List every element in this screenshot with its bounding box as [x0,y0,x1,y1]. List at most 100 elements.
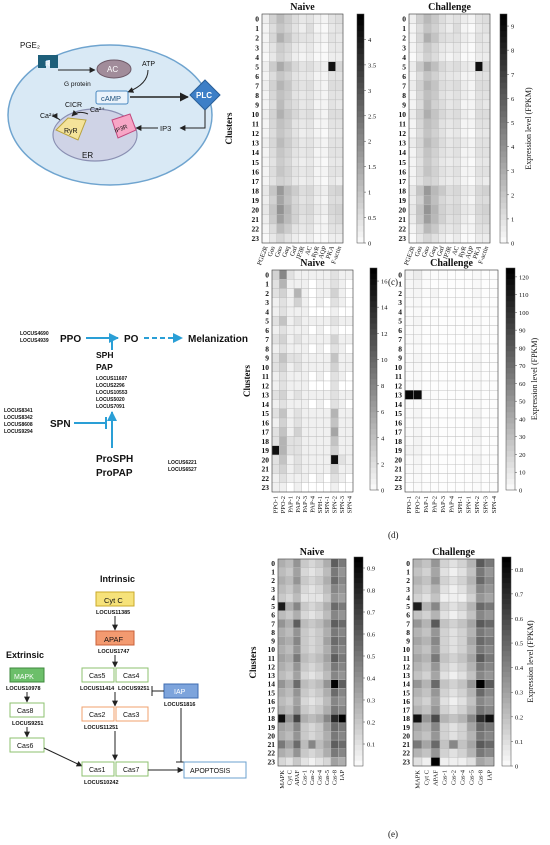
heatmap-cell [421,306,431,317]
heatmap-cell [283,166,292,177]
heatmap-cell [279,343,287,354]
colorbar-segment [370,273,377,280]
colorbar-segment [506,367,515,374]
heatmap-cell [300,619,309,629]
heatmap-cell [445,214,454,225]
heatmap-cell [460,23,469,34]
row-tick-label: 15 [262,409,270,418]
heatmap-cell [466,748,477,758]
column-tick-label: SPN-1 [465,496,472,513]
heatmap-cell [320,185,329,196]
heatmap-cell [323,627,332,637]
ip3r-channel [111,113,137,139]
colorbar-segment [357,48,364,55]
heatmap-cell [416,51,424,62]
mapk-box [9,667,45,683]
heatmap-cell [412,601,423,611]
heatmap-cell [489,269,499,280]
heatmap-cell [467,147,476,158]
plc-to-ip3-arrow [179,110,206,131]
heatmap-cell [328,214,336,225]
heatmap-cell [475,653,486,663]
row-tick-label: 20 [252,205,260,214]
heatmap-cell [475,51,483,62]
column-tick-label: Cas-1 [442,770,449,785]
row-tick-label: 20 [395,455,403,464]
heatmap-cell [472,279,482,289]
heatmap-cell [439,593,450,603]
heatmap-cell [455,297,465,308]
heatmap-cell [439,696,450,706]
column-tick-label: PAP-3 [302,496,309,513]
heatmap-cell [269,71,277,81]
heatmap-cell [338,445,346,456]
heatmap-cell [293,269,302,280]
heatmap-cell [279,334,287,345]
colorbar-segment [354,718,363,725]
ppo-locus-1: LOCUS4939 [20,338,49,344]
heatmap-cell [475,147,483,158]
heatmap-cell [285,584,294,594]
heatmap-cell [480,436,490,446]
heatmap-cell [423,71,432,81]
colorbar-segment [500,54,507,61]
colorbar-segment [506,306,515,313]
heatmap-cell [430,688,441,698]
heatmap-cell [421,297,431,308]
heatmap-cell [345,408,354,419]
heatmap-cell [276,99,285,110]
heatmap-cell [298,99,307,110]
heatmap-cell [466,601,477,611]
heatmap-cell [323,482,332,493]
heatmap-cell [480,417,490,428]
heatmap-cell [338,380,346,391]
heatmap-cell [328,13,336,24]
heatmap-cell [308,653,316,663]
column-tick-label: SPN-4 [346,495,353,513]
colorbar-segment [506,440,515,447]
heatmap-cell [475,757,486,767]
row-tick-label: 15 [252,158,260,167]
heatmap-cell [460,71,469,81]
heatmap-cell [300,601,309,611]
heatmap-cell [439,722,450,732]
heatmap-cell [271,464,280,474]
column-tick-label: PAP-3 [440,496,447,513]
heatmap-cell [292,593,301,603]
heatmap-cell [338,722,347,732]
colorbar-segment [354,593,363,600]
colorbar-segment [506,329,515,336]
row-tick-label: 3 [406,585,410,594]
row-tick-label: 1 [265,280,269,289]
heatmap-cell [457,645,468,655]
heatmap-cell [330,558,339,568]
heatmap-cell [484,576,495,586]
mid-locus-2: LOCUS10553 [96,390,128,396]
heatmap-cell [315,757,324,767]
colorbar-tick-label: 2 [381,461,384,468]
heatmap-cell [313,223,322,234]
column-tick-label: PPO-1 [406,496,413,513]
heatmap-cell [482,176,491,186]
heatmap-cell [338,306,346,317]
heatmap-cell [439,619,450,629]
heatmap-cell [345,279,354,289]
heatmap-cell [323,567,332,577]
heatmap-cell [438,325,448,335]
mid-locus-4: LOCUS7091 [96,404,125,410]
heatmap-cell [305,137,314,148]
colorbar-tick-label: 0 [511,241,514,248]
heatmap-cell [421,558,432,568]
heatmap-cell [423,109,432,120]
heatmap-cell [423,176,432,186]
heatmap-cell [335,71,344,81]
heatmap-cell [475,636,486,646]
heatmap-cell [345,316,354,326]
heatmap-cell [271,436,280,446]
heatmap-cell [445,223,454,234]
camp-node [95,90,129,105]
heatmap-cell [308,576,316,586]
row-tick-label: 22 [399,225,407,234]
heatmap-cell [315,269,324,280]
heatmap-cell [421,679,432,689]
